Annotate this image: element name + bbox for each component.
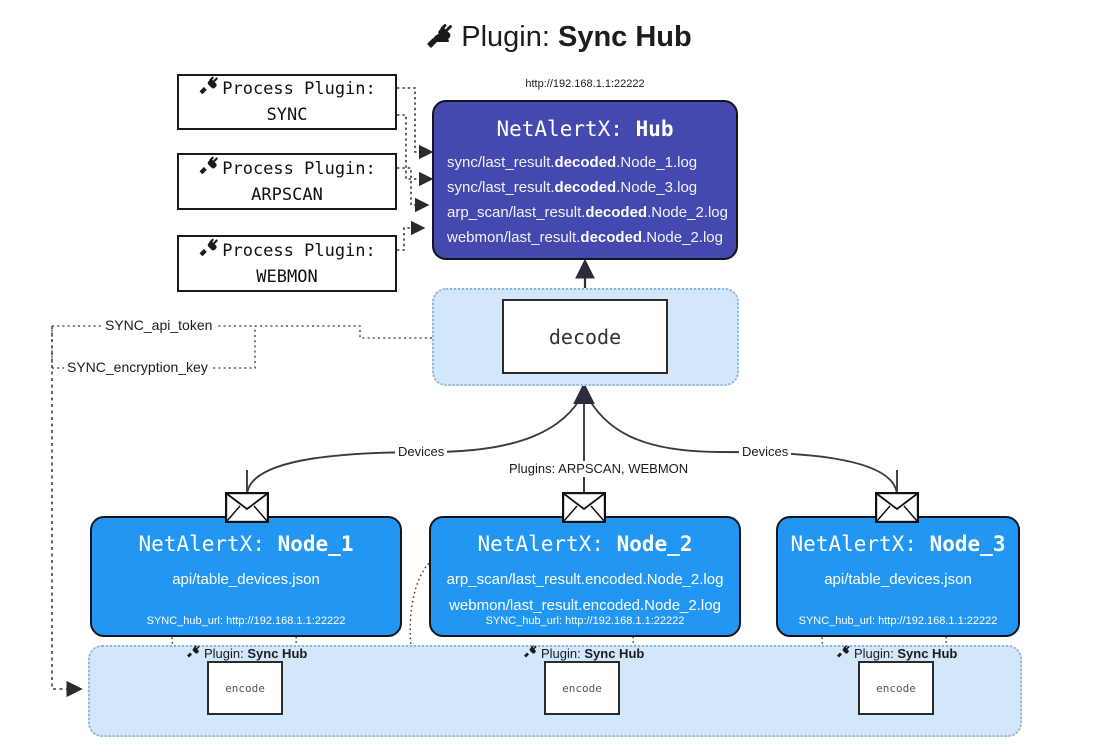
label-sync-api-token: SYNC_api_token — [102, 317, 216, 334]
page-title-name: Sync Hub — [557, 21, 692, 53]
encode-box-node-2[interactable]: encode — [544, 661, 620, 715]
plug-icon — [198, 238, 220, 265]
edge-sync-to-log1 — [397, 87, 434, 160]
plugin-label-node-1: Plugin: Sync Hub — [186, 645, 307, 662]
edge-label-devices-left: Devices — [395, 444, 448, 460]
edge-encryption-key-to-strip — [51, 326, 83, 698]
plugin-label-node-2: Plugin: Sync Hub — [523, 645, 644, 662]
process-plugin-name: SYNC — [266, 105, 308, 125]
hub-title-prefix: NetAlertX: — [496, 117, 636, 141]
process-plugin-box-sync[interactable]: Process Plugin: SYNC — [177, 74, 397, 130]
plug-icon — [425, 19, 455, 61]
plug-icon — [198, 156, 220, 183]
hub-title: NetAlertX: Hub — [434, 116, 736, 142]
node-title: NetAlertX: Node_1 — [138, 532, 354, 556]
page-title: Plugin: Sync Hub — [0, 16, 1117, 61]
hub-address: http://192.168.1.1:22222 — [525, 78, 645, 90]
hub-log-list: sync/last_result.decoded.Node_1.log sync… — [434, 150, 736, 250]
node-box-node-1[interactable]: NetAlertX: Node_1 api/table_devices.json… — [90, 516, 402, 637]
process-plugin-title: Process Plugin: — [222, 79, 376, 99]
node-footer: SYNC_hub_url: http://192.168.1.1:22222 — [798, 615, 998, 627]
plug-icon — [186, 645, 201, 662]
edge-label-devices-right: Devices — [739, 444, 792, 460]
encode-box-node-3[interactable]: encode — [858, 661, 934, 715]
encode-label: encode — [876, 681, 916, 695]
decode-label: decode — [548, 324, 622, 349]
plug-icon — [523, 645, 538, 662]
hub-log-line: sync/last_result.decoded.Node_1.log — [447, 154, 698, 171]
node-box-node-2[interactable]: NetAlertX: Node_2 arp_scan/last_result.e… — [429, 516, 741, 637]
edge-label-plugins-middle: Plugins: ARPSCAN, WEBMON — [506, 461, 692, 477]
hub-title-name: Hub — [635, 117, 674, 141]
node-title: NetAlertX: Node_2 — [477, 532, 693, 556]
edge-webmon-to-log4 — [397, 220, 426, 251]
page-title-prefix: Plugin: — [461, 21, 558, 53]
encode-box-node-1[interactable]: encode — [207, 661, 283, 715]
plug-icon — [198, 76, 220, 103]
process-plugin-name: WEBMON — [256, 266, 318, 287]
hub-log-line: webmon/last_result.decoded.Node_2.log — [447, 229, 723, 246]
process-plugin-box-webmon[interactable]: Process Plugin: WEBMON — [177, 235, 397, 292]
envelope-icon — [561, 491, 607, 524]
node-lines: api/table_devices.json — [92, 567, 400, 593]
process-plugin-name: ARPSCAN — [251, 184, 323, 205]
node-line: api/table_devices.json — [172, 571, 320, 588]
node-lines: arp_scan/last_result.encoded.Node_2.log … — [431, 567, 739, 619]
process-plugin-title: Process Plugin: — [222, 158, 376, 179]
hub-log-line: sync/last_result.decoded.Node_3.log — [447, 179, 698, 196]
node-title: NetAlertX: Node_3 — [790, 532, 1006, 556]
encode-label: encode — [562, 681, 602, 695]
plugin-label-node-3: Plugin: Sync Hub — [836, 645, 957, 662]
node-lines: api/table_devices.json — [778, 567, 1018, 593]
node-footer: SYNC_hub_url: http://192.168.1.1:22222 — [485, 615, 685, 627]
process-plugin-title: Process Plugin: — [222, 240, 376, 261]
envelope-icon — [224, 491, 270, 524]
plug-icon — [836, 645, 851, 662]
node-line: arp_scan/last_result.encoded.Node_2.log — [446, 571, 724, 588]
label-sync-encryption-key: SYNC_encryption_key — [64, 359, 211, 376]
process-plugin-box-arpscan[interactable]: Process Plugin: ARPSCAN — [177, 153, 397, 210]
edge-arpscan-to-log3 — [397, 167, 430, 213]
node-line: api/table_devices.json — [824, 571, 972, 588]
node-line: webmon/last_result.encoded.Node_2.log — [449, 597, 721, 614]
decode-box[interactable]: decode — [502, 299, 668, 374]
hub-node[interactable]: NetAlertX: Hub sync/last_result.decoded.… — [432, 100, 738, 260]
envelope-icon — [874, 491, 920, 524]
edge-sync-to-log2 — [397, 114, 434, 187]
node-box-node-3[interactable]: NetAlertX: Node_3 api/table_devices.json… — [776, 516, 1020, 637]
hub-log-line: arp_scan/last_result.decoded.Node_2.log — [447, 204, 728, 221]
encode-label: encode — [225, 681, 265, 695]
node-footer: SYNC_hub_url: http://192.168.1.1:22222 — [146, 615, 346, 627]
